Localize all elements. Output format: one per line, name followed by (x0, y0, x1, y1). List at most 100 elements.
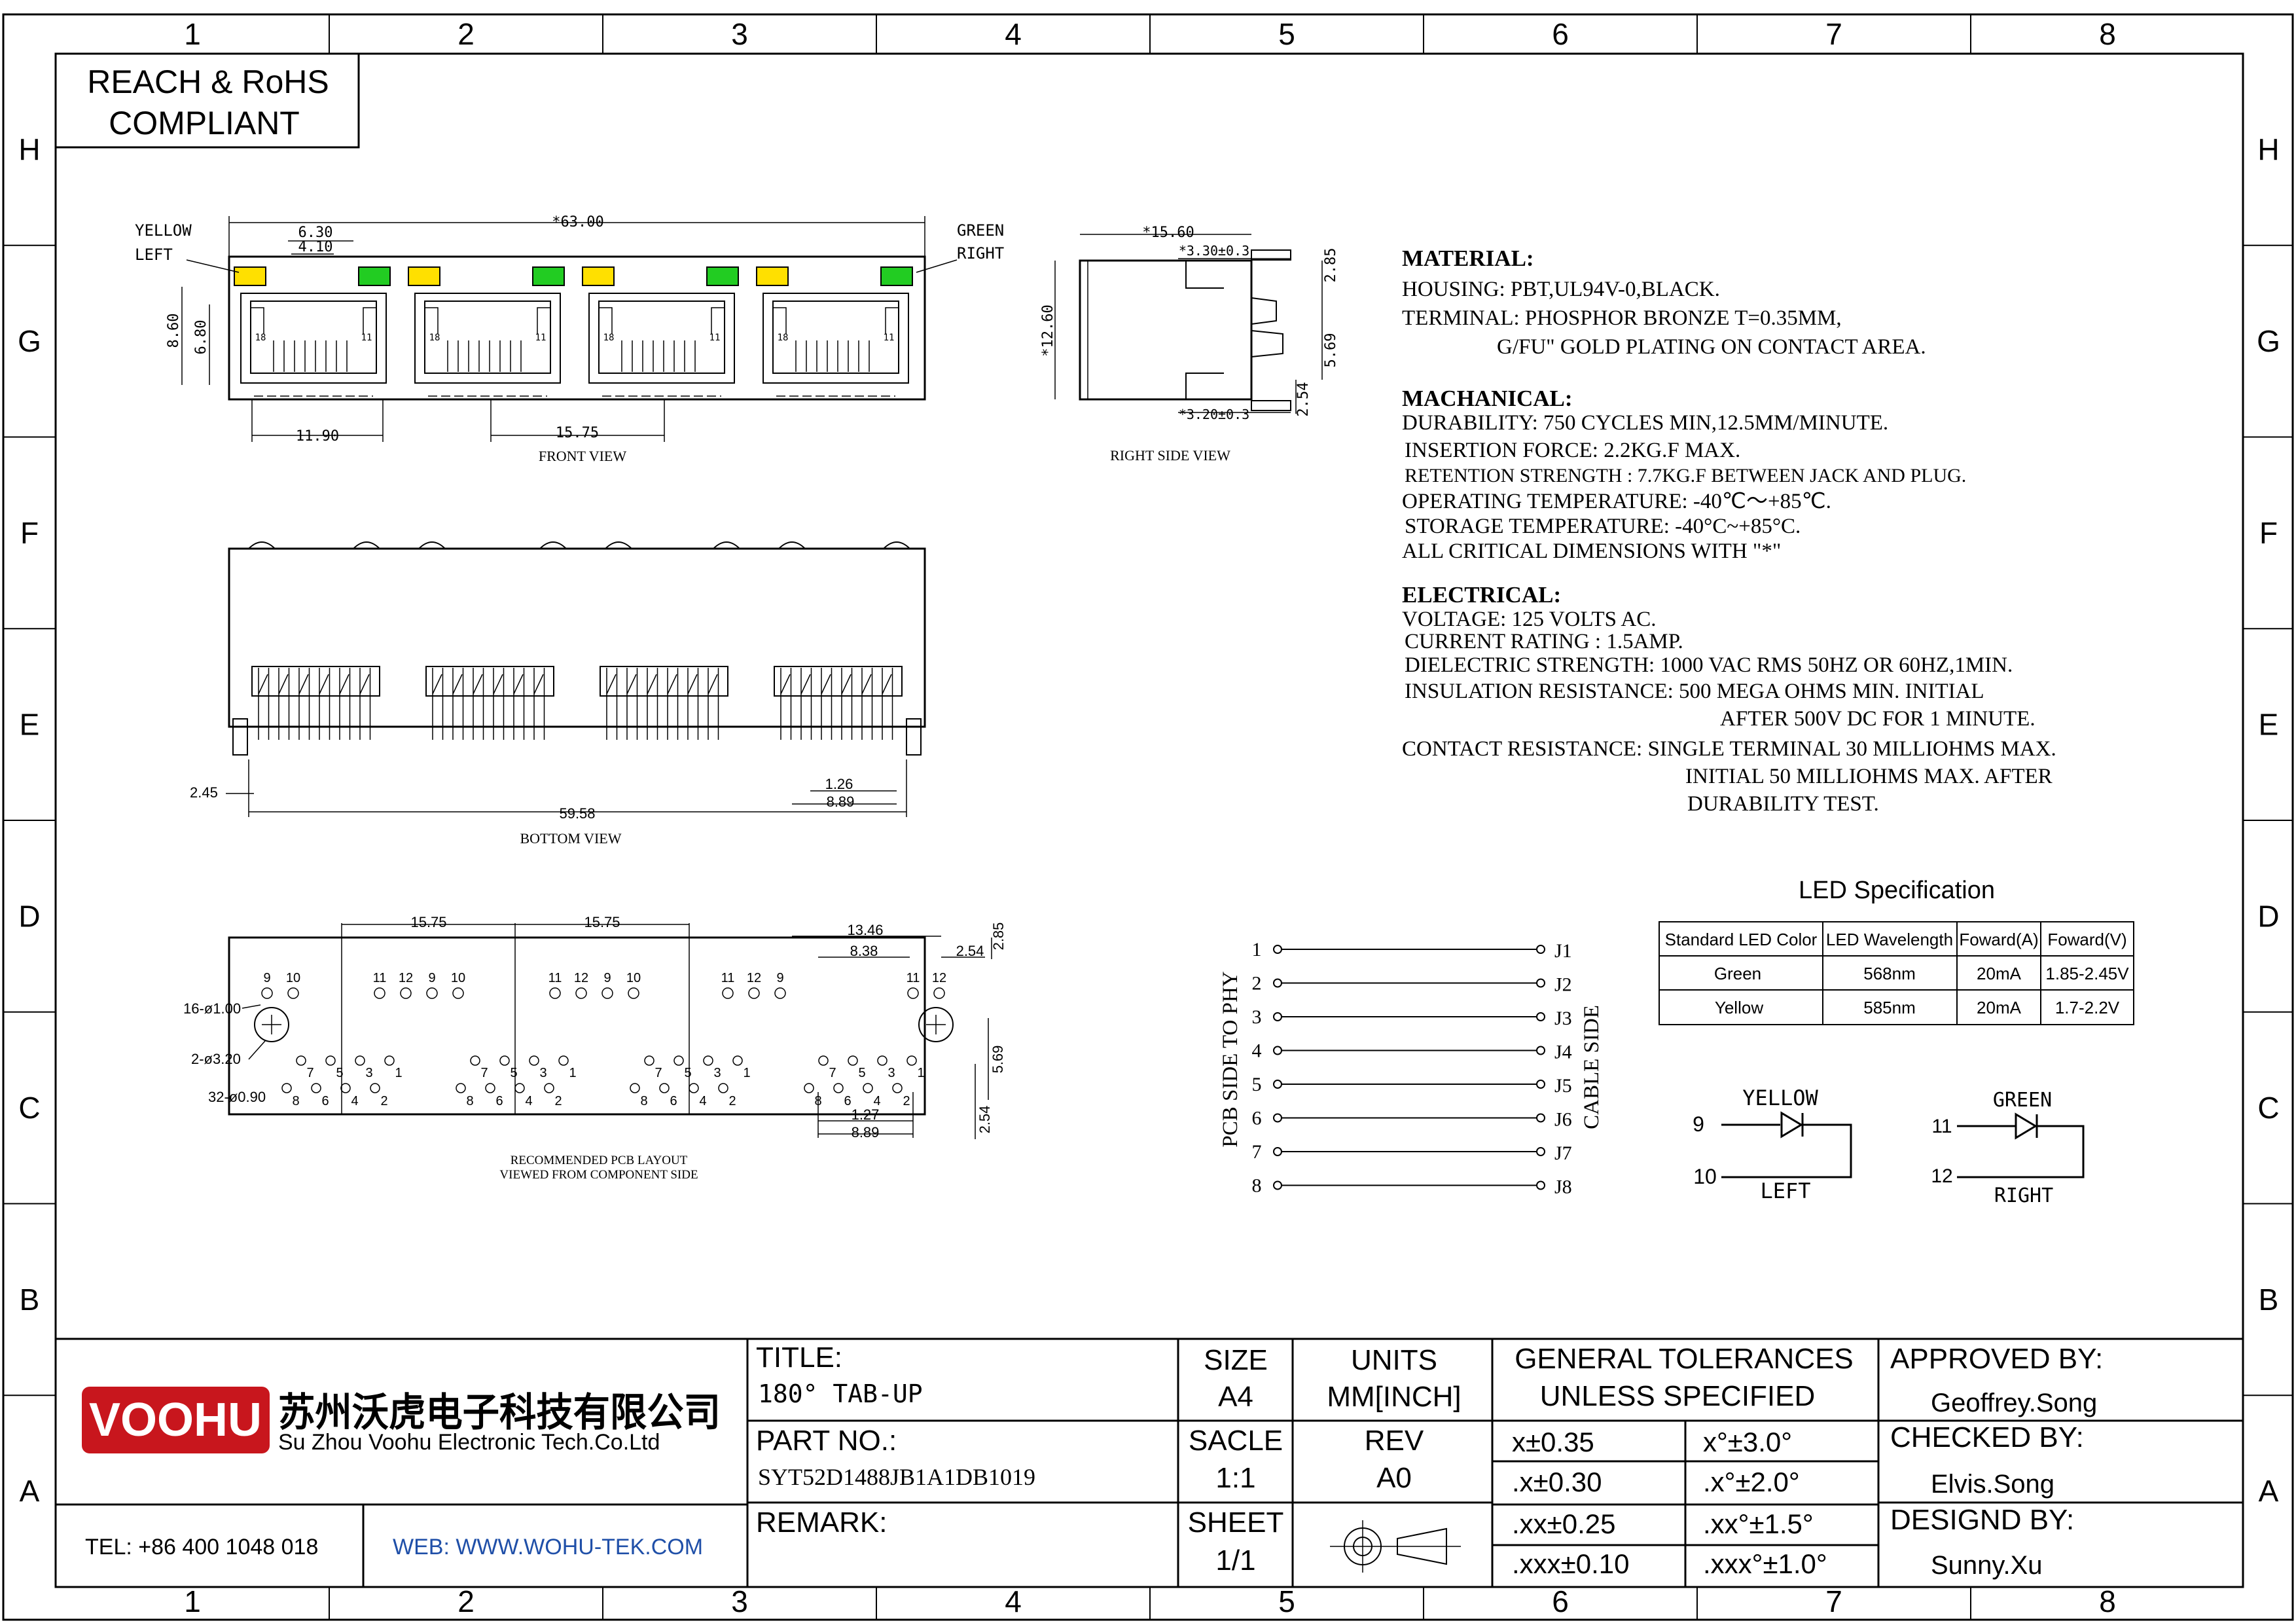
electrical-line-6: CONTACT RESISTANCE: SINGLE TERMINAL 30 M… (1402, 737, 2056, 761)
pcb-signal-hole (630, 1083, 640, 1093)
zone-row-label: H (2257, 132, 2279, 166)
port-opening (250, 301, 377, 374)
bottom-pin-brace (841, 674, 852, 695)
led-table-cell: Green (1714, 964, 1761, 983)
pcb-signal-hole (529, 1055, 539, 1066)
pcb-hole-label-1: 16-ø1.00 (183, 1000, 241, 1017)
pcb-signal-label: 4 (699, 1094, 706, 1108)
pcb-led-hole (774, 987, 786, 999)
bottom-pin-brace (493, 674, 503, 695)
pcb-dim-1346: 13.46 (847, 922, 883, 938)
pcb-led-hole (549, 987, 561, 999)
bottom-pins (251, 666, 903, 740)
pcb-led-pin-label: 11 (721, 971, 735, 985)
wire-left-pin: 2 (1252, 973, 1262, 994)
pcb-signal-hole (718, 1083, 728, 1093)
pcb-signal-hole (499, 1055, 510, 1066)
wire-node (1536, 1180, 1545, 1190)
yellow-led-side: LEFT (1760, 1178, 1810, 1203)
company-name-en: Su Zhou Voohu Electronic Tech.Co.Ltd (278, 1430, 660, 1455)
electrical-title: ELECTRICAL: (1402, 582, 1561, 608)
pcb-signal-hole (514, 1083, 525, 1093)
front-dim-1190: 11.90 (296, 428, 339, 445)
pcb-signal-hole (673, 1055, 684, 1066)
approved-by-label: APPROVED BY: (1890, 1343, 2103, 1375)
port-latch (773, 307, 899, 334)
side-dim-569: 5.69 (1323, 333, 1339, 368)
bottom-pin-brace (606, 674, 617, 695)
pcb-signal-label: 7 (655, 1066, 662, 1080)
led-table-cell: Yellow (1715, 998, 1763, 1017)
drawing-frame (2, 13, 2294, 1621)
pcb-signal-hole (892, 1083, 903, 1093)
pcb-signal-hole (689, 1083, 699, 1093)
pcb-signal-label: 5 (336, 1066, 343, 1080)
title-label: TITLE: (756, 1341, 842, 1374)
bottom-dim-126: 1.26 (825, 776, 853, 792)
led-table-header-1: Standard LED Color (1665, 930, 1818, 949)
rev-label: REV (1365, 1425, 1424, 1457)
side-dim-285: 2.85 (1323, 248, 1339, 283)
top-bump (353, 541, 380, 549)
port-cavity (762, 293, 909, 384)
tolerance-cell: .x°±2.0° (1703, 1467, 1800, 1497)
bottom-view-caption: BOTTOM VIEW (520, 830, 621, 847)
wire-node (1273, 1147, 1282, 1156)
pcb-signal-label: 8 (292, 1094, 299, 1108)
pcb-outline (228, 936, 926, 1116)
bottom-pin-brace (513, 674, 524, 695)
bottom-pin-brace (359, 674, 370, 695)
front-led-right-label-1: GREEN (957, 221, 1004, 240)
front-view-housing (228, 255, 926, 401)
pcb-dim-254v: 2.54 (977, 1106, 993, 1134)
electrical-line-2: CURRENT RATING : 1.5AMP. (1405, 630, 1683, 653)
zone-column-label: 4 (1005, 1584, 1022, 1618)
yellow-led-diode-icon (1780, 1111, 1803, 1139)
front-dim-1575: 15.75 (556, 425, 599, 441)
pcb-led-pin-label: 12 (574, 971, 588, 985)
pcb-signal-hole (296, 1055, 306, 1066)
yellow-led-pin-a: 9 (1693, 1112, 1704, 1136)
side-dim-height: *12.60 (1040, 304, 1056, 356)
wire-right-pin: J5 (1554, 1075, 1572, 1097)
pcb-dim-889: 8.89 (852, 1124, 880, 1140)
remark-label: REMARK: (756, 1506, 887, 1539)
zone-row-label: D (2257, 899, 2279, 933)
pcb-caption-2: VIEWED FROM COMPONENT SIDE (499, 1168, 698, 1182)
zone-column-label: 6 (1552, 17, 1569, 51)
electrical-line-4: INSULATION RESISTANCE: 500 MEGA OHMS MIN… (1405, 680, 1984, 703)
pcb-signal-label: 1 (395, 1066, 402, 1080)
pcb-led-hole (426, 987, 438, 999)
mechanical-line-2: INSERTION FORCE: 2.2KG.F MAX. (1405, 439, 1740, 462)
pcb-signal-label: 6 (495, 1094, 503, 1108)
green-led-pin-a: 11 (1931, 1116, 1952, 1137)
pcb-signal-label: 3 (713, 1066, 721, 1080)
company-web-link[interactable]: WEB: WWW.WOHU-TEK.COM (393, 1535, 703, 1559)
pcb-signal-label: 5 (858, 1066, 865, 1080)
bottom-dim-889: 8.89 (827, 793, 855, 810)
pcb-led-hole (722, 987, 734, 999)
side-view-body (1079, 259, 1253, 401)
pcb-led-pin-label: 10 (451, 971, 465, 985)
bottom-pin-brace (473, 674, 483, 695)
wire-node (1273, 945, 1282, 954)
zone-column-label: 7 (1825, 1584, 1842, 1618)
company-name-cn: 苏州沃虎电子科技有限公司 (278, 1391, 721, 1434)
tolerance-cell: .xxx±0.10 (1512, 1548, 1629, 1579)
pcb-dim-1575b: 15.75 (584, 914, 620, 930)
pcb-led-hole (601, 987, 613, 999)
zone-column-label: 2 (457, 17, 475, 51)
pcb-led-pin-label: 11 (906, 971, 920, 985)
zone-row-label: B (2259, 1283, 2279, 1317)
mechanical-title: MACHANICAL: (1402, 386, 1573, 411)
pcb-signal-hole (703, 1055, 713, 1066)
bottom-bumps (248, 541, 910, 549)
led-table-cell: 1.7-2.2V (2055, 998, 2120, 1017)
side-dim-254: 2.54 (1295, 382, 1312, 417)
